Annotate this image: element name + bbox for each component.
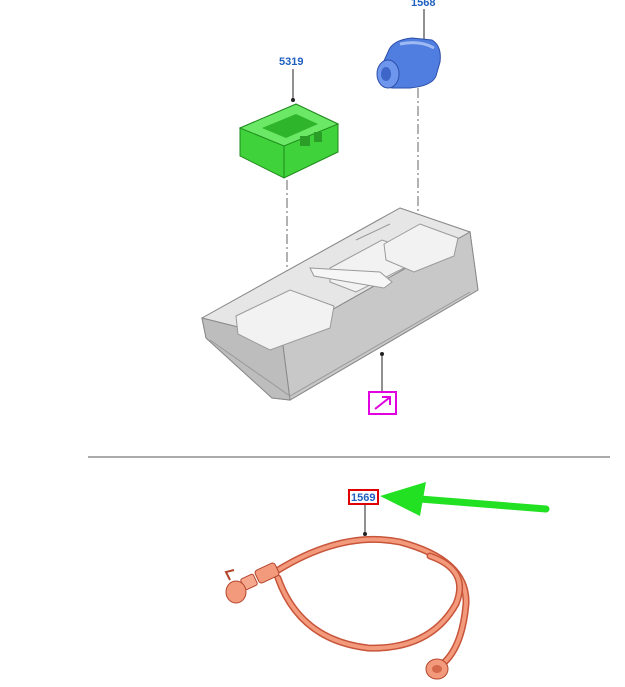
- callout-1568[interactable]: 1568: [411, 0, 435, 9]
- highlight-box-1569: [348, 489, 379, 505]
- hose-left-fitting: [224, 562, 280, 604]
- storage-tray[interactable]: [200, 207, 479, 401]
- arrow-left-icon: [380, 482, 550, 516]
- hose-assembly[interactable]: [224, 536, 470, 680]
- callout-5319[interactable]: 5319: [279, 56, 303, 68]
- callout-1569[interactable]: 1569: [351, 492, 375, 504]
- external-link-icon[interactable]: [368, 391, 397, 415]
- green-block-part[interactable]: [238, 103, 340, 179]
- blue-cylinder-part[interactable]: [376, 37, 441, 89]
- hose-right-fitting: [425, 658, 449, 680]
